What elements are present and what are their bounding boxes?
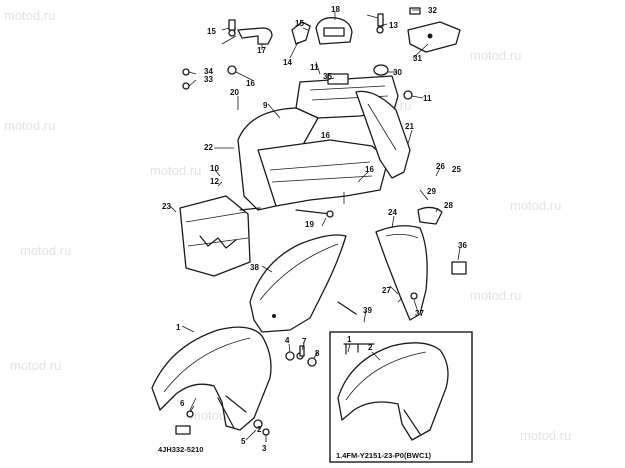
callout-25: 25 (452, 165, 461, 174)
callout-13: 13 (389, 21, 398, 30)
callout-1: 1 (176, 323, 181, 332)
watermark: motod.ru (10, 358, 61, 373)
callout-22: 22 (204, 143, 213, 152)
inset-variant-box (329, 331, 473, 463)
callout-26: 26 (436, 162, 445, 171)
callout-inset-1: 1 (347, 335, 352, 344)
top-hardware (182, 7, 461, 100)
callout-37: 37 (415, 309, 424, 318)
callout-9: 9 (263, 101, 268, 110)
callout-35: 35 (323, 72, 332, 81)
watermark: motod.ru (4, 118, 55, 133)
callout-23: 23 (162, 202, 171, 211)
callout-29: 29 (427, 187, 436, 196)
inner-fender-assembly (179, 73, 411, 277)
callout-14: 14 (283, 58, 292, 67)
callout-16b: 16 (365, 165, 374, 174)
callout-labels: 1 2 3 4 5 6 7 8 9 10 11 11 12 13 14 15 1… (162, 5, 467, 453)
watermark: motod.ru (520, 428, 571, 443)
diagram-code: 4JH332-5210 (158, 445, 203, 454)
callout-6: 6 (180, 399, 185, 408)
callout-inset-2: 2 (368, 343, 373, 352)
part-38-hugger (249, 234, 357, 333)
callout-15a: 15 (207, 27, 216, 36)
front-fender-hardware (253, 345, 317, 436)
callout-16a: 16 (246, 79, 255, 88)
callout-8: 8 (315, 349, 320, 358)
callout-21: 21 (405, 122, 414, 131)
inset-label: 1.4FM-Y2151-23-P0(BWC1) (336, 451, 432, 460)
callout-10: 10 (210, 164, 219, 173)
callout-7: 7 (302, 337, 307, 346)
watermark: motod.ru (150, 163, 201, 178)
watermark: motod.ru (4, 8, 55, 23)
callout-31: 31 (413, 54, 422, 63)
callout-16c: 16 (321, 131, 330, 140)
callout-20: 20 (230, 88, 239, 97)
watermark: motod.ru (510, 198, 561, 213)
watermark: motod.ru (20, 243, 71, 258)
callout-2: 2 (257, 425, 262, 434)
callout-11b: 11 (423, 94, 432, 103)
callout-12: 12 (210, 177, 219, 186)
callout-4: 4 (285, 336, 290, 345)
callout-24: 24 (388, 208, 397, 217)
callout-15b: 15 (295, 19, 304, 28)
callout-19: 19 (305, 220, 314, 229)
callout-36: 36 (458, 241, 467, 250)
leader-lines (169, 9, 461, 442)
callout-11a: 11 (310, 63, 319, 72)
watermark-layer: motod.ru motod.ru motod.ru motod.ru moto… (4, 8, 571, 443)
callout-28: 28 (444, 201, 453, 210)
callout-34: 34 (204, 67, 213, 76)
callout-3: 3 (262, 444, 267, 453)
callout-39: 39 (363, 306, 372, 315)
callout-17: 17 (257, 46, 266, 55)
callout-32: 32 (428, 6, 437, 15)
callout-5: 5 (241, 437, 246, 446)
part-24-mudguard (375, 206, 467, 321)
callout-38: 38 (250, 263, 259, 272)
watermark: motod.ru (470, 48, 521, 63)
callout-18: 18 (331, 5, 340, 14)
callout-27: 27 (382, 286, 391, 295)
watermark: motod.ru (470, 288, 521, 303)
callout-30: 30 (393, 68, 402, 77)
callout-33: 33 (204, 75, 213, 84)
part-1-front-fender (151, 326, 272, 435)
